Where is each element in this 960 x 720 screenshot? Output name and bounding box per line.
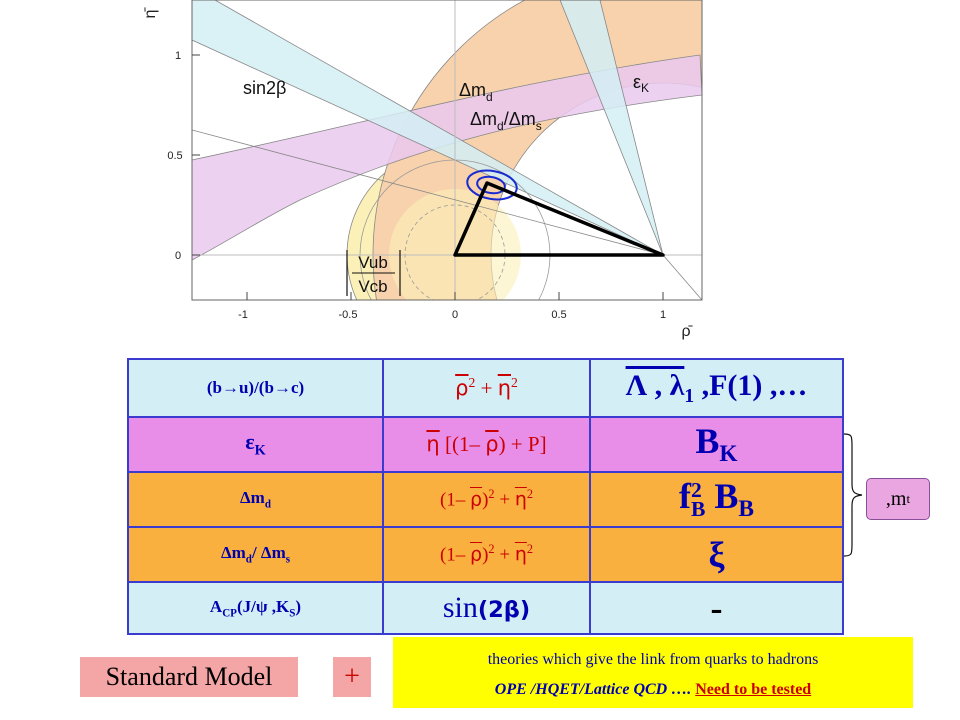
sin2beta-band-2 (559, 0, 664, 256)
expression-cell: η [(1– ρ) + P] (382, 416, 591, 473)
parameter-cell: - (589, 581, 844, 635)
ckm-constraints-table: (b→u)/(b→c) ρ2 + η2 Λ , λ1 ,F(1) ,… εK η… (127, 358, 844, 635)
measurement-cell: Δmd/ Δms (127, 526, 384, 583)
table-row: ACP(J/ψ ,KS) sin(2β) - (127, 581, 844, 635)
dmd-label: Δmd (459, 80, 493, 104)
x-tick-label: -0.5 (339, 309, 358, 321)
expression-cell: sin(2β) (382, 581, 591, 635)
x-axis: -1 -0.5 0 0.5 1 ρ̄ (238, 292, 694, 340)
y-axis: 1 0.5 0 η̄ (142, 7, 200, 262)
expression-cell: (1– ρ)2 + η2 (382, 471, 591, 528)
table-row: Δmd/ Δms (1– ρ)2 + η2 ξ (127, 526, 844, 583)
fit-contour-outer (466, 169, 518, 201)
dmd-band (372, 0, 702, 300)
svg-text:Vub: Vub (358, 253, 388, 272)
y-tick-label: 1 (175, 50, 181, 62)
sin2beta-band (192, 0, 664, 256)
right-brace-icon (843, 433, 863, 557)
dmd-dms-label: Δmd/Δms (470, 109, 542, 133)
ckm-unitarity-triangle-plot: 1 0.5 0 η̄ -1 -0.5 0 0.5 1 ρ̄ sin2β Δmd … (142, 0, 703, 340)
sin2beta-label: sin2β (243, 78, 286, 98)
x-tick-label: 0 (452, 309, 458, 321)
svg-text:Vcb: Vcb (358, 277, 387, 296)
expression-cell: ρ2 + η2 (382, 358, 591, 418)
epsk-label: εK (633, 72, 649, 95)
table-row: (b→u)/(b→c) ρ2 + η2 Λ , λ1 ,F(1) ,… (127, 358, 844, 418)
measurement-cell: (b→u)/(b→c) (127, 358, 384, 418)
need-to-be-tested-text: Need to be tested (695, 681, 812, 698)
parameter-cell: Λ , λ1 ,F(1) ,… (589, 358, 844, 418)
parameter-cell: ξ (589, 526, 844, 583)
parameter-cell: BK (589, 416, 844, 473)
measurement-cell: εK (127, 416, 384, 473)
x-tick-label: 0.5 (551, 309, 566, 321)
fit-contour-inner (476, 175, 506, 195)
y-tick-label: 0 (175, 250, 181, 262)
expression-cell: (1– ρ)2 + η2 (382, 526, 591, 583)
plus-box: + (333, 657, 371, 697)
theories-box: theories which give the link from quarks… (393, 637, 913, 708)
unitarity-triangle (453, 181, 665, 257)
x-tick-label: -1 (238, 309, 248, 321)
vub-vcb-label: Vub Vcb (346, 250, 401, 296)
measurement-cell: ACP(J/ψ ,KS) (127, 581, 384, 635)
theories-text: theories which give the link from quarks… (487, 651, 819, 668)
table-row: εK η [(1– ρ) + P] BK (127, 416, 844, 473)
x-axis-label: ρ̄ (681, 323, 693, 340)
y-tick-label: 0.5 (167, 150, 182, 162)
standard-model-box: Standard Model (80, 657, 298, 697)
measurement-cell: Δmd (127, 471, 384, 528)
ope-hqet-lattice-text: OPE /HQET/Lattice QCD …. Need to be test… (494, 681, 812, 698)
y-axis-label: η̄ (142, 7, 159, 19)
x-tick-label: 1 (660, 309, 666, 321)
